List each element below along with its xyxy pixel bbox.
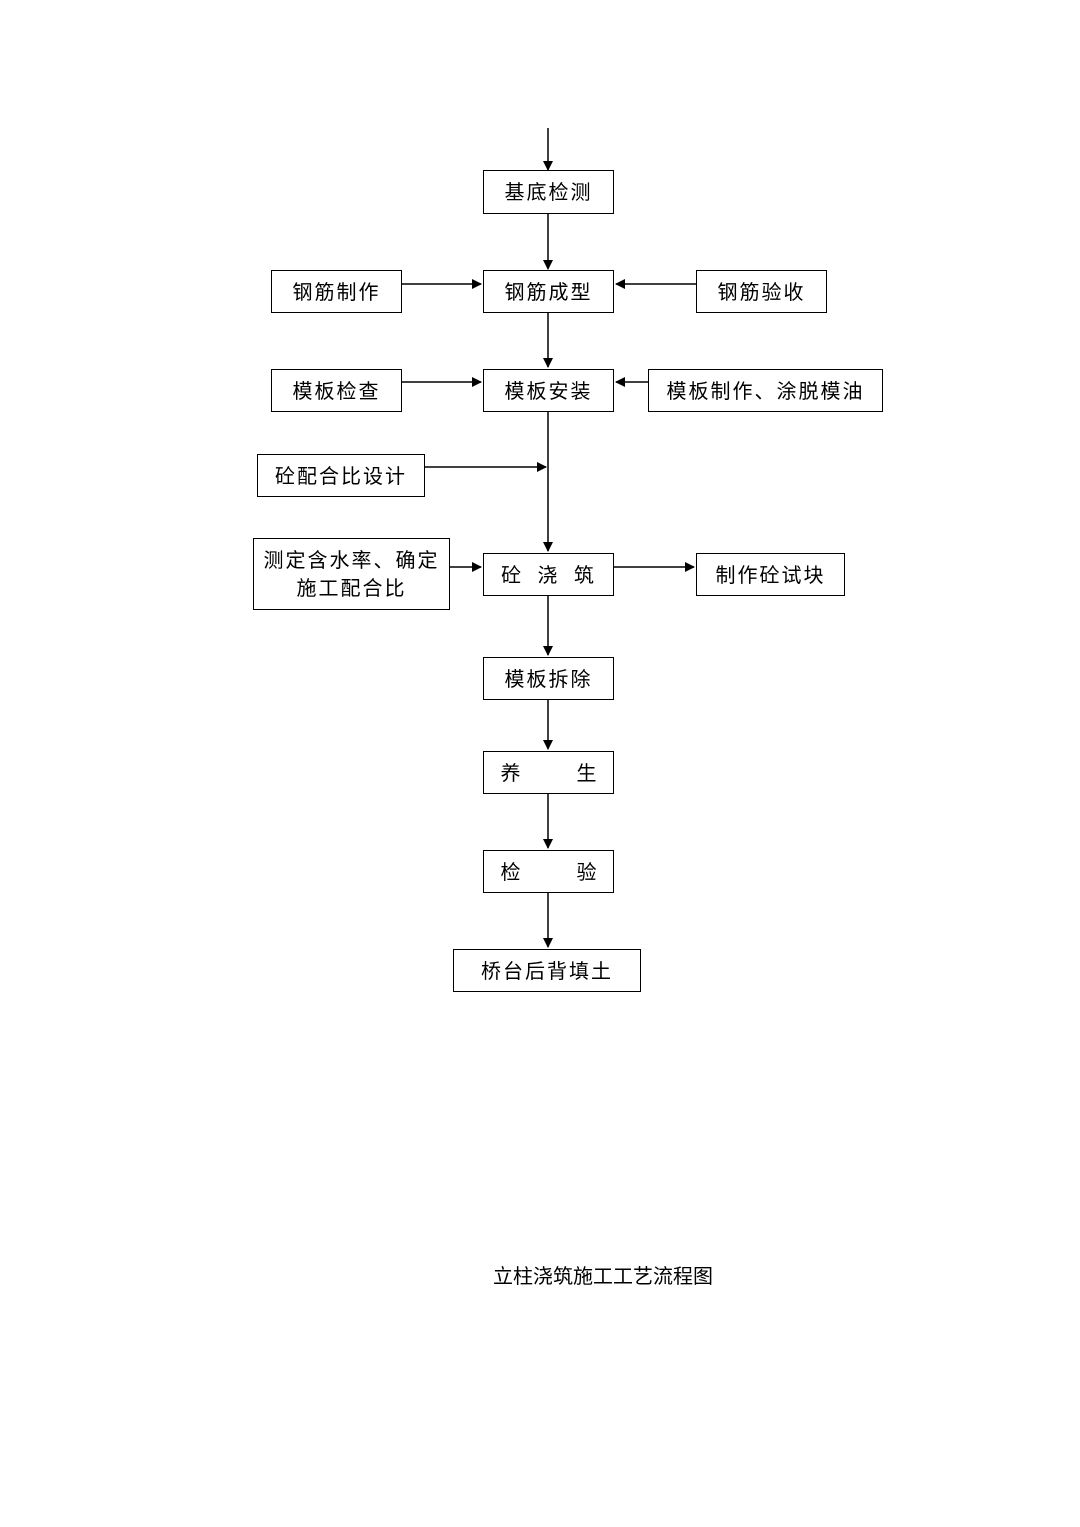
node-rebar-accept-label: 钢筋验收 [717, 279, 806, 304]
node-moisture-label-line1: 测定含水率、确定 [263, 548, 440, 572]
node-mix-design: 砼配合比设计 [257, 454, 425, 497]
node-form-make-oil: 模板制作、涂脱模油 [648, 369, 883, 412]
node-form-inspect-label: 模板检查 [292, 378, 381, 403]
node-pour-label: 砼 浇 筑 [501, 562, 596, 587]
node-inspect-label-b: 验 [576, 859, 597, 884]
node-test-block-label: 制作砼试块 [715, 562, 826, 587]
node-inspect-label-a: 检 [500, 859, 521, 884]
node-form-inspect: 模板检查 [271, 369, 402, 412]
node-mix-design-label: 砼配合比设计 [275, 463, 407, 488]
node-form-install-label: 模板安装 [504, 378, 593, 403]
node-form-remove: 模板拆除 [483, 657, 614, 700]
node-form-install: 模板安装 [483, 369, 614, 412]
node-backfill: 桥台后背填土 [453, 949, 641, 992]
node-rebar-accept: 钢筋验收 [696, 270, 827, 313]
node-pour: 砼 浇 筑 [483, 553, 614, 596]
node-moisture: 测定含水率、确定 施工配合比 [253, 538, 450, 610]
node-rebar-make-label: 钢筋制作 [292, 279, 381, 304]
figure-caption: 立柱浇筑施工工艺流程图 [493, 1264, 713, 1288]
node-form-make-oil-label: 模板制作、涂脱模油 [666, 378, 865, 403]
node-inspect: 检 验 [483, 850, 614, 893]
node-test-block: 制作砼试块 [696, 553, 845, 596]
node-rebar-form-label: 钢筋成型 [504, 279, 593, 304]
node-form-remove-label: 模板拆除 [504, 666, 593, 691]
node-cure-label-a: 养 [500, 760, 521, 785]
node-base-check: 基底检测 [483, 170, 614, 214]
node-backfill-label: 桥台后背填土 [481, 958, 613, 983]
node-moisture-label-line2: 施工配合比 [296, 576, 407, 600]
node-base-check-label: 基底检测 [504, 180, 593, 204]
node-cure-label-b: 生 [576, 760, 597, 785]
node-rebar-form: 钢筋成型 [483, 270, 614, 313]
node-cure: 养 生 [483, 751, 614, 794]
node-rebar-make: 钢筋制作 [271, 270, 402, 313]
